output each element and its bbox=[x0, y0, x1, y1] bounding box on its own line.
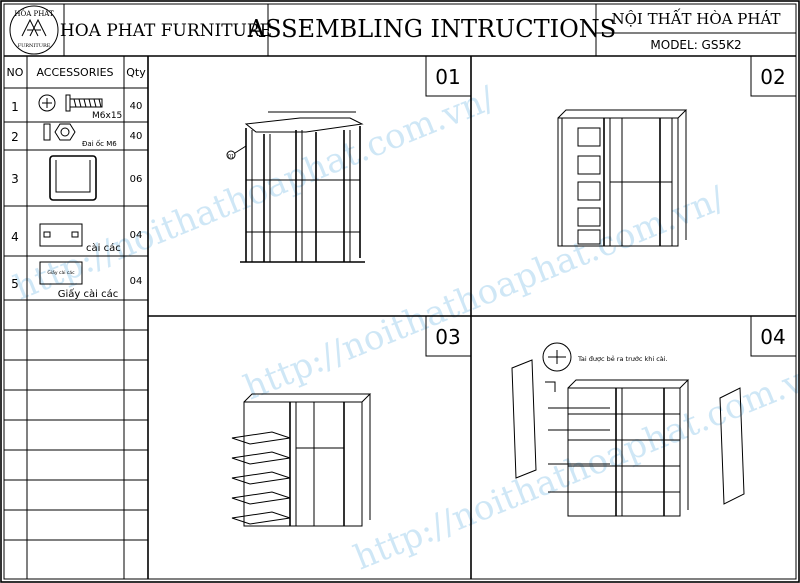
step-04-drawing: Tai được bẻ ra trước khi cài. bbox=[511, 342, 745, 517]
model-number: MODEL: GS5K2 bbox=[650, 38, 741, 52]
step-number-04: 04 bbox=[750, 315, 797, 357]
watermark: http://noithathoaphat.com.vn/ http://noi… bbox=[8, 78, 800, 578]
company-logo: HÒA PHÁT FURNITURE bbox=[9, 5, 59, 55]
row-label: Giấy cài các bbox=[58, 288, 118, 300]
row-qty: 40 bbox=[130, 131, 143, 142]
label-card-icon: Giấy cài các bbox=[39, 261, 83, 285]
svg-text:Giấy cài các: Giấy cài các bbox=[47, 269, 75, 276]
step-number-03: 03 bbox=[425, 315, 472, 357]
svg-text:01: 01 bbox=[435, 65, 460, 89]
svg-text:http://noithathoaphat.com.vn/: http://noithathoaphat.com.vn/ bbox=[348, 348, 800, 578]
row-no: 2 bbox=[11, 130, 19, 144]
accessories-table: NO ACCESSORIES Qty 1 M6x15 40 2 Đai ốc M… bbox=[4, 56, 149, 579]
svg-text:04: 04 bbox=[760, 325, 785, 349]
note-text: Tai được bẻ ra trước khi cài. bbox=[577, 355, 668, 363]
row-qty: 04 bbox=[130, 230, 143, 241]
row-no: 3 bbox=[11, 172, 19, 186]
svg-text:FURNITURE: FURNITURE bbox=[18, 43, 51, 49]
step-02-drawing bbox=[557, 109, 688, 247]
screw-icon bbox=[38, 94, 103, 112]
row-label: M6x15 bbox=[92, 111, 122, 121]
col-qty-header: Qty bbox=[126, 66, 146, 79]
row-no: 5 bbox=[11, 277, 19, 291]
brand-name: NỘI THẤT HÒA PHÁT bbox=[612, 8, 781, 28]
company-name: HOA PHAT FURNITURE bbox=[60, 21, 272, 41]
label-holder-icon bbox=[39, 223, 83, 247]
svg-text:03: 03 bbox=[435, 325, 460, 349]
col-no-header: NO bbox=[7, 66, 24, 79]
row-qty: 04 bbox=[130, 276, 143, 287]
row-no: 1 bbox=[11, 100, 19, 114]
row-qty: 40 bbox=[130, 101, 143, 112]
step-03-drawing bbox=[231, 393, 372, 527]
bracket-icon bbox=[49, 155, 97, 201]
row-label: Đai ốc M6 bbox=[82, 140, 117, 148]
svg-text:http://noithathoaphat.com.vn/: http://noithathoaphat.com.vn/ bbox=[238, 178, 730, 408]
row-qty: 06 bbox=[130, 174, 143, 185]
col-accessories-header: ACCESSORIES bbox=[36, 66, 113, 79]
step-number-01: 01 bbox=[425, 55, 472, 97]
nut-icon bbox=[43, 123, 76, 141]
row-label: cài các bbox=[86, 242, 121, 254]
row-no: 4 bbox=[11, 230, 19, 244]
svg-text:02: 02 bbox=[760, 65, 785, 89]
inner-border bbox=[3, 3, 797, 580]
svg-text:HÒA PHÁT: HÒA PHÁT bbox=[14, 9, 54, 18]
document-title: ASSEMBLING INTRUCTIONS bbox=[247, 15, 617, 43]
step-01-drawing: 01 bbox=[226, 111, 365, 263]
step-number-02: 02 bbox=[750, 55, 797, 97]
callout-part: 01 bbox=[228, 154, 234, 160]
